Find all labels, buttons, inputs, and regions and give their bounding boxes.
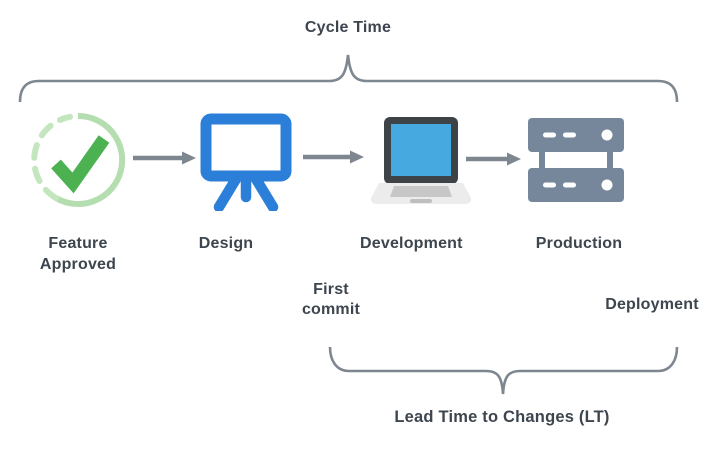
- stage-label-production: Production: [535, 235, 623, 252]
- stage-label-feature-approved: Feature Approved: [39, 235, 117, 273]
- cycle-time-label: Cycle Time: [304, 19, 392, 36]
- arrow-right-icon: [466, 152, 521, 166]
- milestone-label-deployment: Deployment: [605, 296, 699, 313]
- arrow-right-icon: [303, 150, 364, 164]
- easel-icon: [200, 113, 292, 211]
- lead-time-label: Lead Time to Changes (LT): [394, 408, 610, 426]
- lead-time-brace: [328, 346, 679, 395]
- stage-label-design: Design: [198, 235, 254, 252]
- laptop-icon: [370, 117, 472, 204]
- milestone-label-first-commit: First commit: [301, 281, 361, 318]
- cycle-time-brace: [18, 54, 679, 103]
- arrow-right-icon: [133, 151, 196, 165]
- server-rack-icon: [528, 118, 624, 202]
- stage-label-development: Development: [360, 235, 463, 252]
- check-circle-icon: [31, 112, 126, 207]
